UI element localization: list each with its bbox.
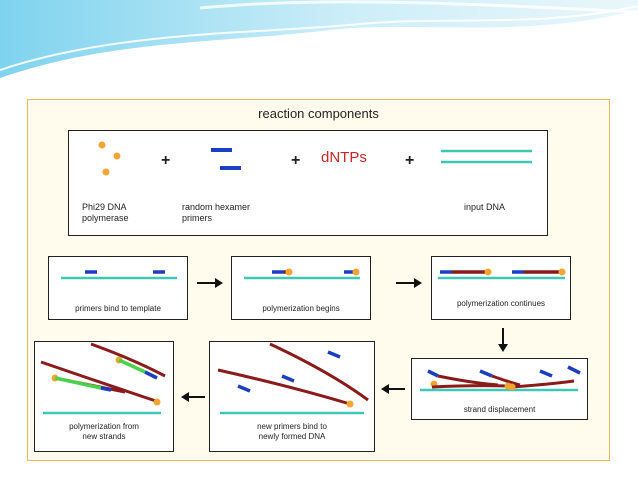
step-polymerization-continues: polymerization continues [431, 256, 571, 320]
polymerase-dot [285, 268, 293, 276]
new-strand [491, 374, 521, 387]
new-strand [437, 374, 499, 387]
reaction-components-box: + + dNTPs + Phi29 DNA polymerase random … [68, 130, 548, 236]
diagram-title: reaction components [258, 106, 379, 121]
polymerase-dot [98, 141, 106, 149]
primer-mark [327, 350, 341, 359]
polymerase-dot [508, 383, 516, 391]
polymerase-dot [102, 168, 110, 176]
plus-sign: + [291, 152, 301, 169]
dntps-label: dNTPs [321, 149, 367, 166]
step-caption: polymerization begins [262, 304, 340, 313]
new-strand [269, 342, 369, 402]
primer-mark [100, 386, 112, 392]
primer-mark [567, 365, 581, 375]
new-strand [217, 368, 351, 406]
second-generation-strand [118, 358, 146, 374]
new-strand [90, 342, 166, 378]
primer-mark [479, 369, 493, 378]
header-wave-decoration [0, 0, 638, 78]
step-caption: primers bind to template [75, 304, 161, 313]
step-polymerization-begins: polymerization begins [231, 256, 371, 320]
plus-sign: + [405, 152, 415, 169]
step-new-primers-bind: new primers bind to newly formed DNA [209, 341, 375, 452]
diagram-panel: reaction components + + dNTPs + Phi29 DN… [27, 99, 610, 461]
polymerase-dot [484, 268, 492, 276]
polymerase-dot [558, 268, 566, 276]
polymerase-dot [113, 152, 121, 160]
new-strand [40, 360, 160, 404]
primer-mark [539, 369, 553, 378]
primer-mark [281, 374, 295, 383]
polymerase-dot [352, 268, 360, 276]
new-strand [431, 384, 509, 389]
arrow-left-icon [381, 384, 405, 394]
new-strand [511, 379, 575, 389]
arrow-down-icon [498, 328, 508, 352]
polymerase-label: Phi29 DNA polymerase [82, 202, 129, 223]
step-primers-bind: primers bind to template [48, 256, 188, 320]
primer-mark [144, 370, 158, 380]
polymerase-dot [153, 398, 161, 406]
polymerase-dot [346, 400, 354, 408]
plus-sign: + [161, 152, 171, 169]
step-caption: strand displacement [463, 405, 536, 414]
arrow-right-icon [396, 278, 422, 288]
step-caption: polymerization from new strands [69, 422, 139, 441]
primer-mark [237, 384, 251, 393]
components-graphics [98, 141, 532, 176]
second-generation-strand [54, 376, 102, 390]
step-caption: new primers bind to newly formed DNA [257, 422, 327, 441]
step-polymerization-new-strands: polymerization from new strands [34, 341, 174, 452]
step-caption: polymerization continues [456, 299, 546, 308]
arrow-left-icon [181, 392, 205, 402]
arrow-right-icon [197, 278, 223, 288]
step-strand-displacement: strand displacement [411, 358, 588, 420]
primer-mark [427, 369, 439, 378]
input-dna-label: input DNA [464, 202, 506, 212]
primers-label: random hexamer primers [182, 202, 251, 223]
